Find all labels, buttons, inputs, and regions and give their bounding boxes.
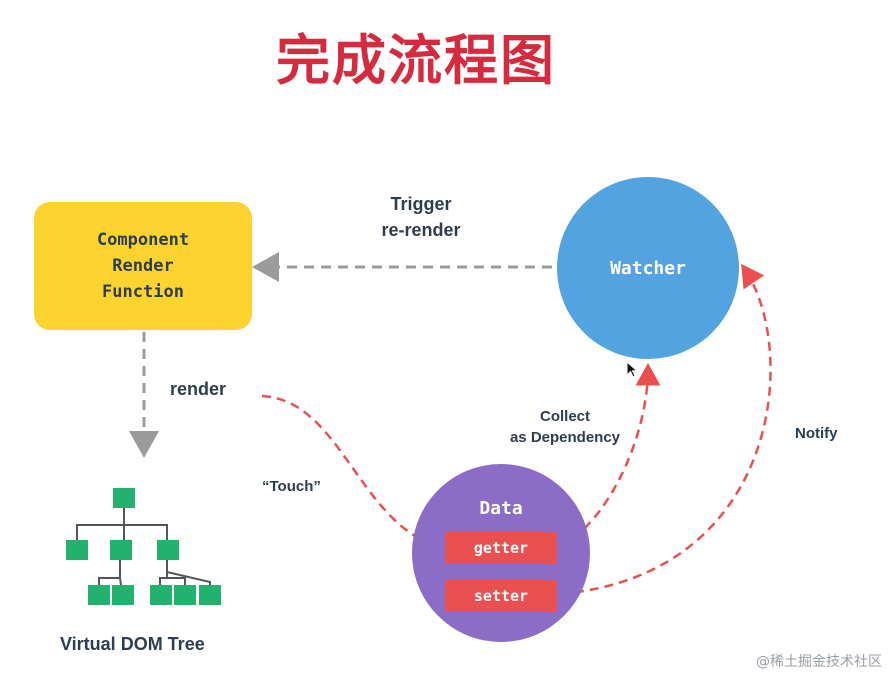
touch-label: “Touch”: [262, 478, 321, 495]
tree-node: [113, 488, 135, 508]
getter-pill: getter: [445, 532, 557, 564]
tree-node: [88, 585, 110, 605]
setter-pill: setter: [445, 580, 557, 612]
tree-node: [66, 540, 88, 560]
virtual-dom-tree-icon: [76, 505, 211, 593]
component-label-line: Function: [102, 282, 184, 302]
collect-dependency-label: Collect as Dependency: [495, 406, 635, 448]
tree-node: [150, 585, 172, 605]
data-node: Data getter setter: [412, 464, 590, 642]
trigger-line: Trigger: [390, 194, 452, 214]
mouse-cursor-icon: [626, 361, 639, 378]
render-label: render: [170, 379, 227, 399]
virtual-dom-tree-label: Virtual DOM Tree: [60, 634, 205, 654]
watcher-label: Watcher: [610, 257, 686, 279]
tree-node: [157, 540, 179, 560]
component-label-line: Render: [112, 256, 174, 276]
tree-node: [110, 540, 132, 560]
data-label: Data: [479, 498, 523, 519]
touch-arrow: [261, 394, 441, 553]
notify-label: Notify: [795, 425, 838, 442]
notify-arrow: [559, 263, 772, 596]
trigger-rerender-label: Trigger re-render: [362, 191, 480, 243]
collect-line: Collect: [539, 408, 590, 425]
rerender-line: re-render: [381, 220, 461, 240]
watcher-node: Watcher: [557, 177, 739, 359]
diagram-title: 完成流程图: [276, 29, 556, 92]
tree-node: [199, 585, 221, 605]
watermark: @稀土掘金技术社区: [756, 654, 882, 670]
tree-node: [174, 585, 196, 605]
tree-node: [112, 585, 134, 605]
component-render-function-node: Component Render Function: [34, 202, 252, 330]
component-label-line: Component: [96, 230, 190, 250]
as-dependency-line: as Dependency: [509, 429, 621, 446]
